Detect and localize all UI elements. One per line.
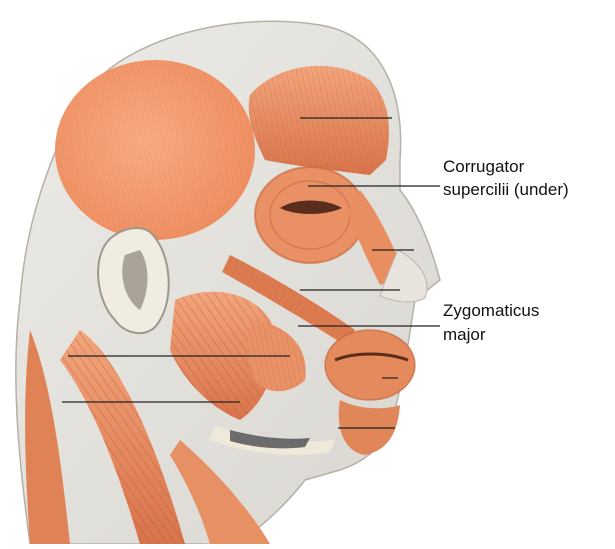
- zygomaticus-label-line2: major: [443, 324, 486, 345]
- corrugator-label-line2: supercilii (under): [443, 179, 569, 200]
- zygomaticus-label-line1: Zygomaticus: [443, 300, 539, 321]
- corrugator-label-line1: Corrugator: [443, 156, 524, 177]
